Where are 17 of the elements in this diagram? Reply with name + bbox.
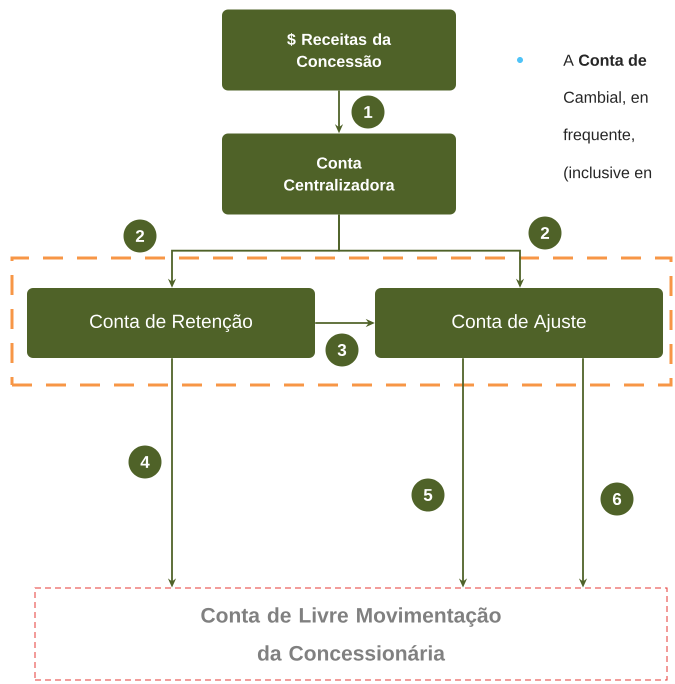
edge-label: 3: [326, 334, 358, 366]
dashed-group-frame: [10, 256, 672, 386]
paragraph-text: Cambial, en: [564, 91, 648, 105]
process-box: Conta de Retenção: [27, 288, 315, 358]
paragraph-text: A Conta de: [563, 54, 646, 66]
edge-label: 1: [352, 96, 384, 128]
dashed-box: Conta de Livre Movimentação da Concessionária: [34, 588, 668, 680]
paragraph-text: (inclusive en: [564, 166, 652, 182]
process-box: $ Receitas da Concessão: [222, 10, 456, 90]
edge-label: 2: [124, 220, 156, 252]
process-box: Conta Centralizadora: [222, 134, 456, 214]
edge-label: 4: [128, 446, 162, 478]
edge-label: 5: [412, 478, 444, 512]
paragraph-text: frequente,: [563, 128, 634, 144]
process-box: Conta de Ajuste: [375, 288, 663, 358]
edge-label: 6: [600, 482, 634, 516]
edge-label: 2: [528, 216, 562, 250]
